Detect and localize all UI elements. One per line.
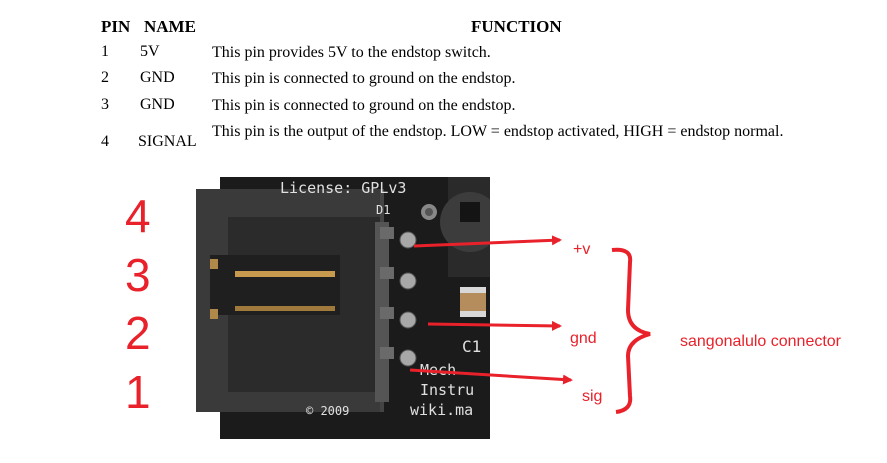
header-pin-2 [399, 311, 417, 329]
row-2-function: This pin is connected to ground on the e… [212, 70, 516, 87]
row-3-function: This pin is connected to ground on the e… [212, 97, 516, 114]
row-1-name: 5V [140, 43, 160, 60]
arrow-sig [409, 368, 573, 385]
row-1-function: This pin provides 5V to the endstop swit… [212, 44, 491, 61]
pin-number-3: 3 [125, 249, 151, 301]
pin-number-1: 1 [125, 366, 151, 418]
header-pin-4 [399, 231, 417, 249]
silk-copyright: © 2009 [306, 404, 349, 418]
silk-d1: D1 [376, 203, 390, 217]
arrow-gnd [427, 320, 562, 331]
connector-photo: License: GPLv3 D1 C1 Mech Instru wiki.ma… [180, 177, 490, 447]
header-function: FUNCTION [471, 17, 562, 36]
silk-instru: Instru [420, 381, 474, 399]
row-1-pin: 1 [101, 43, 109, 60]
silk-c1: C1 [462, 337, 481, 356]
pin-number-4: 4 [125, 190, 151, 242]
bracket-brace [611, 247, 651, 414]
label-sig: sig [582, 388, 603, 405]
row-4-function: This pin is the output of the endstop. L… [212, 123, 784, 140]
arrow-vplus [413, 235, 562, 248]
row-3-pin: 3 [101, 96, 109, 113]
row-3-name: GND [140, 96, 175, 113]
silk-mech: Mech [420, 361, 456, 379]
row-2-name: GND [140, 69, 175, 86]
row-2-pin: 2 [101, 69, 109, 86]
header-name: NAME [144, 17, 196, 36]
row-4-name: SIGNAL [138, 133, 197, 150]
silk-license: License: GPLv3 [280, 179, 406, 197]
pin-number-2: 2 [125, 307, 151, 359]
label-gnd: gnd [570, 330, 597, 347]
header-pin: PIN [101, 17, 131, 36]
row-4-pin: 4 [101, 133, 109, 150]
header-pin-3 [399, 272, 417, 290]
label-vplus: +v [573, 241, 591, 258]
header-pin-1 [399, 349, 417, 367]
silk-wiki: wiki.ma [410, 401, 473, 419]
label-connector: sangonalulo connector [680, 333, 842, 350]
